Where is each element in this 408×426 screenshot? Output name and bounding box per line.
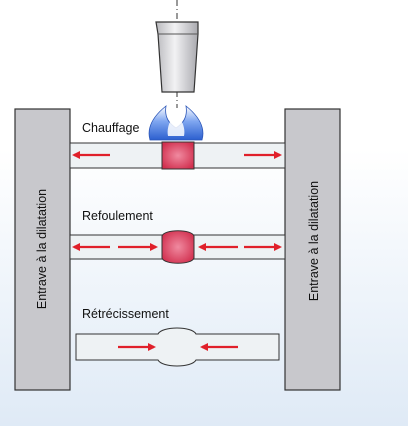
torch-nozzle (155, 21, 199, 93)
left-block-label: Entrave à la dilatation (35, 189, 49, 309)
upset-bulge (161, 230, 195, 264)
left-restraint-block (14, 108, 71, 391)
shrinking-label: Rétrécissement (82, 307, 169, 321)
right-restraint-block (284, 108, 341, 391)
upsetting-label: Refoulement (82, 209, 153, 223)
heating-label: Chauffage (82, 121, 140, 135)
shrinking-bar (75, 327, 280, 367)
flame-icon (148, 105, 204, 141)
right-block-label: Entrave à la dilatation (307, 181, 321, 301)
heated-zone (161, 141, 195, 170)
